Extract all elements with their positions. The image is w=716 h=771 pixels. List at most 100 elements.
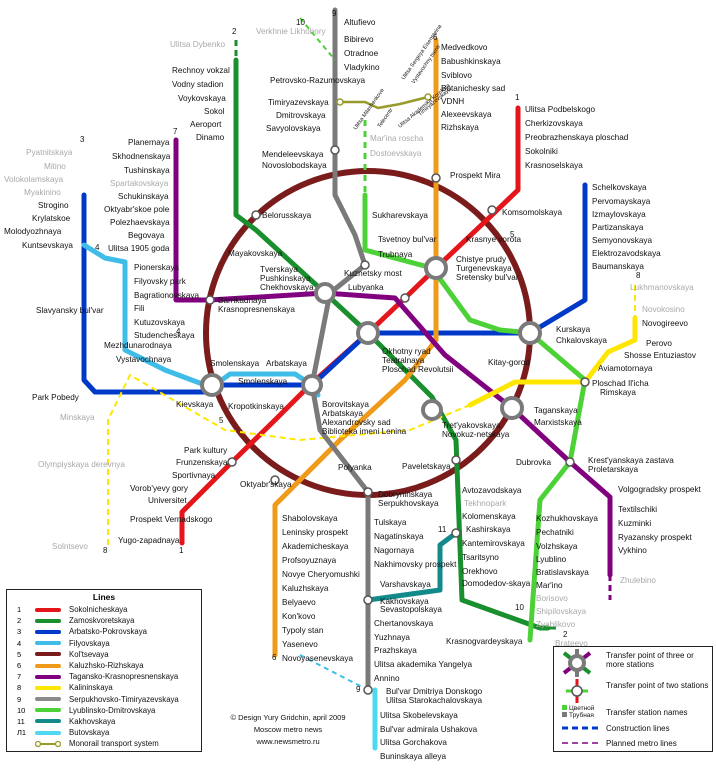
station-label[interactable]: Pushkinskaya — [260, 274, 311, 283]
station-label[interactable]: Cherkizovskaya — [525, 119, 583, 128]
station-label[interactable]: Rechnoy vokzal — [172, 66, 230, 75]
transfer-hub[interactable] — [301, 374, 323, 396]
station-label[interactable]: Petrovsko-Razumovskaya — [270, 76, 366, 85]
station-label[interactable]: Pionerskaya — [134, 263, 180, 272]
station-label[interactable]: Ploschad Revolutsii — [382, 365, 454, 374]
station-label[interactable]: Schelkovskaya — [592, 183, 647, 192]
transfer-hub[interactable] — [314, 282, 336, 304]
station-label[interactable]: Shosse Entuziastov — [624, 351, 697, 360]
station-label[interactable]: Arbatskaya — [266, 359, 307, 368]
station-label[interactable]: Krasnye vorota — [466, 235, 522, 244]
station-label[interactable]: Turgenevskaya — [456, 264, 512, 273]
station-label[interactable]: Semyonovskaya — [592, 236, 653, 245]
station-label[interactable]: Rizhskaya — [441, 123, 479, 132]
station-label[interactable]: Planernaya — [128, 138, 170, 147]
station-label[interactable]: Tulskaya — [374, 518, 407, 527]
station-label[interactable]: Biblioteka imeni Lenina — [322, 427, 407, 436]
station-label[interactable]: Dmitrovskaya — [276, 111, 326, 120]
station-label[interactable]: Nakhimovsky prospekt — [374, 560, 457, 569]
station-label[interactable]: Domodedov-skaya — [462, 579, 531, 588]
station-label[interactable]: Novokuz-netskaya — [442, 430, 510, 439]
station-label[interactable]: Sportivnaya — [172, 471, 216, 480]
station-label[interactable]: Baumanskaya — [592, 262, 644, 271]
station-label[interactable]: Schukinskaya — [118, 192, 169, 201]
station-label[interactable]: Vladykino — [344, 63, 380, 72]
station-label[interactable]: Otradnoe — [344, 49, 379, 58]
station-label[interactable]: Typoly stan — [282, 626, 324, 635]
station-label[interactable]: Krasnogvardeyskaya — [446, 637, 523, 646]
station-label[interactable]: Kurskaya — [556, 325, 591, 334]
station-label[interactable]: Babushkinskaya — [441, 57, 501, 66]
station-label[interactable]: Chistye prudy — [456, 255, 507, 264]
station-label[interactable]: Ulitsa Dybenko — [170, 40, 226, 49]
station-label[interactable]: Zyablikovo — [536, 620, 576, 629]
transfer-ring[interactable] — [205, 295, 215, 305]
station-label[interactable]: Kolomenskaya — [462, 512, 516, 521]
station-label[interactable]: Borovitskaya — [322, 400, 369, 409]
station-label[interactable]: Arbatskaya — [322, 409, 363, 418]
station-label[interactable]: Krasnoselskaya — [525, 161, 583, 170]
station-label[interactable]: Kropotkinskaya — [228, 402, 284, 411]
station-label[interactable]: Kuznetsky most — [344, 269, 403, 278]
station-label[interactable]: Partizanskaya — [592, 223, 644, 232]
station-label[interactable]: Prospekt Vernadskogo — [130, 515, 213, 524]
transfer-hub[interactable] — [200, 373, 224, 397]
station-label[interactable]: Dubrovka — [516, 458, 551, 467]
station-label[interactable]: Sokol — [204, 107, 225, 116]
credits-site[interactable]: www.newsmetro.ru — [256, 737, 320, 746]
station-label[interactable]: Serpukhovskaya — [378, 499, 439, 508]
station-label[interactable]: Novogireevo — [642, 319, 688, 328]
station-label[interactable]: Kon'kovo — [282, 612, 316, 621]
station-label[interactable]: Annino — [374, 674, 400, 683]
station-label[interactable]: Bratislavskaya — [536, 568, 589, 577]
station-label[interactable]: Ulitsa Podbelskogo — [525, 105, 596, 114]
station-label[interactable]: Fili — [134, 304, 145, 313]
station-label[interactable]: Botanichesky sad — [441, 84, 506, 93]
station-label[interactable]: Tekhnopark — [464, 499, 507, 508]
station-label[interactable]: Buninskaya alleya — [380, 752, 446, 761]
station-label[interactable]: Varshavskaya — [380, 580, 431, 589]
station-label[interactable]: Yugo-zapadnaya — [118, 536, 180, 545]
station-label[interactable]: Sukharevskaya — [372, 211, 428, 220]
station-label[interactable]: Ulitsa Starokachalovskaya — [386, 696, 482, 705]
station-label[interactable]: Volzhskaya — [536, 542, 578, 551]
transfer-ring[interactable] — [251, 210, 261, 220]
station-label[interactable]: Myakinino — [24, 188, 61, 197]
station-label[interactable]: Perovo — [646, 339, 672, 348]
station-label[interactable]: Shabolovskaya — [282, 514, 338, 523]
station-label[interactable]: Okhotny ryad — [382, 347, 431, 356]
station-label[interactable]: Ulitsa akademika Yangelya — [374, 660, 472, 669]
station-label[interactable]: Bul'var Dmitriya Donskogo — [386, 687, 483, 696]
station-label[interactable]: Minskaya — [60, 413, 95, 422]
station-label[interactable]: Trubnaya — [378, 250, 413, 259]
station-label[interactable]: Lubyanka — [348, 283, 384, 292]
transfer-ring[interactable] — [227, 457, 237, 467]
station-label[interactable]: Dinamo — [196, 133, 225, 142]
station-label[interactable]: Barrikadnaya — [218, 296, 267, 305]
station-label[interactable]: Novoslobodskaya — [262, 161, 327, 170]
station-label[interactable]: Borisovo — [536, 594, 568, 603]
station-label[interactable]: Mayakovskaya — [228, 249, 283, 258]
station-label[interactable]: Bul'var admirala Ushakova — [380, 725, 478, 734]
station-label[interactable]: Park kultury — [184, 446, 228, 455]
station-label[interactable]: Frunzenskaya — [176, 458, 228, 467]
station-label[interactable]: Mitino — [44, 162, 66, 171]
station-label[interactable]: Krest'yanskaya zastava — [588, 456, 674, 465]
station-label[interactable]: Izmaylovskaya — [592, 210, 646, 219]
station-label[interactable]: Chertanovskaya — [374, 619, 434, 628]
station-label[interactable]: Vykhino — [618, 546, 647, 555]
station-label[interactable]: Sviblovo — [441, 71, 472, 80]
station-label[interactable]: Kutuzovskaya — [134, 318, 185, 327]
station-label[interactable]: Avtozavodskaya — [462, 486, 522, 495]
station-label[interactable]: Vystavochnaya — [116, 355, 172, 364]
station-label[interactable]: Prazhskaya — [374, 646, 417, 655]
station-label[interactable]: Taganskaya — [534, 406, 578, 415]
transfer-ring[interactable] — [400, 293, 410, 303]
station-label[interactable]: Novokosino — [642, 305, 685, 314]
station-label[interactable]: Dostoevskaya — [370, 149, 422, 158]
station-label[interactable]: Smolenskaya — [238, 377, 288, 386]
station-label[interactable]: Krasnopresnenskaya — [218, 305, 295, 314]
station-label[interactable]: Tverskaya — [260, 265, 298, 274]
station-label[interactable]: Chekhovskaya — [260, 283, 314, 292]
station-label[interactable]: Kantemirovskaya — [462, 539, 525, 548]
